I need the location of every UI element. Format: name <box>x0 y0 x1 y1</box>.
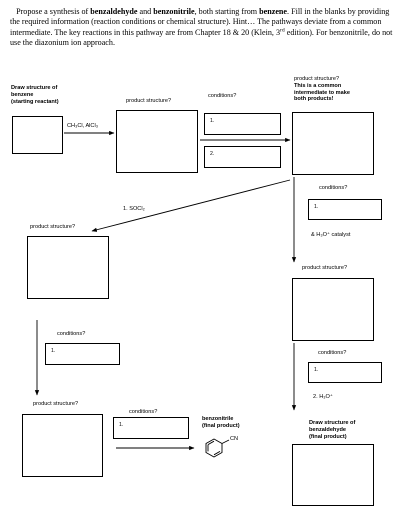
common-intermediate-box[interactable] <box>292 112 374 175</box>
condition-step1-input[interactable]: 1. <box>204 113 281 135</box>
h3o-label: 2. H₃O⁺ <box>313 394 333 400</box>
product-structure-label-1: product structure? <box>126 98 172 104</box>
benzaldehyde-label: Draw structure of benzaldehyde (final pr… <box>309 420 356 440</box>
benzoic-acid-structure-box[interactable] <box>292 278 374 341</box>
socl2-label: 1. SOCl₂ <box>123 206 145 212</box>
product-structure-label-4: product structure? <box>33 401 79 407</box>
condition-amide-input[interactable]: 1. <box>45 343 120 365</box>
conditions-label-3: conditions? <box>318 350 347 356</box>
intermediate-label: product structure? This is a common inte… <box>294 76 350 103</box>
reagent-ch3cl-alcl3: CH₃Cl, AlCl₃ <box>67 123 98 129</box>
benzene-structure-box[interactable] <box>12 116 63 154</box>
cn-group-label: CN <box>230 436 239 442</box>
benzonitrile-label: benzonitrile (final product) <box>202 416 240 429</box>
arrow-5 <box>91 179 291 232</box>
conditions-label-4: conditions? <box>57 331 86 337</box>
start-label: Draw structure of benzene (starting reac… <box>11 85 59 105</box>
product-structure-label-2: product structure? <box>302 265 348 271</box>
instructions-paragraph: Propose a synthesis of benzaldehyde and … <box>10 7 393 48</box>
acid-chloride-structure-box[interactable] <box>27 236 109 299</box>
condition-reduction-input[interactable]: 1. <box>308 362 382 383</box>
condition-step2-input[interactable]: 2. <box>204 146 281 168</box>
benzaldehyde-structure-box[interactable] <box>292 444 374 506</box>
conditions-label-2: conditions? <box>319 185 348 191</box>
condition-oxidation-input[interactable]: 1. <box>308 199 382 220</box>
toluene-structure-box[interactable] <box>116 110 198 173</box>
condition-dehydration-input[interactable]: 1. <box>113 417 189 439</box>
product-structure-label-3: product structure? <box>30 224 76 230</box>
amide-structure-box[interactable] <box>22 414 103 477</box>
h3o-catalyst-label: & H₃O⁺ catalyst <box>311 232 351 238</box>
conditions-label-1: conditions? <box>208 93 237 99</box>
conditions-label-5: conditions? <box>129 409 158 415</box>
benzonitrile-structure <box>205 438 230 458</box>
